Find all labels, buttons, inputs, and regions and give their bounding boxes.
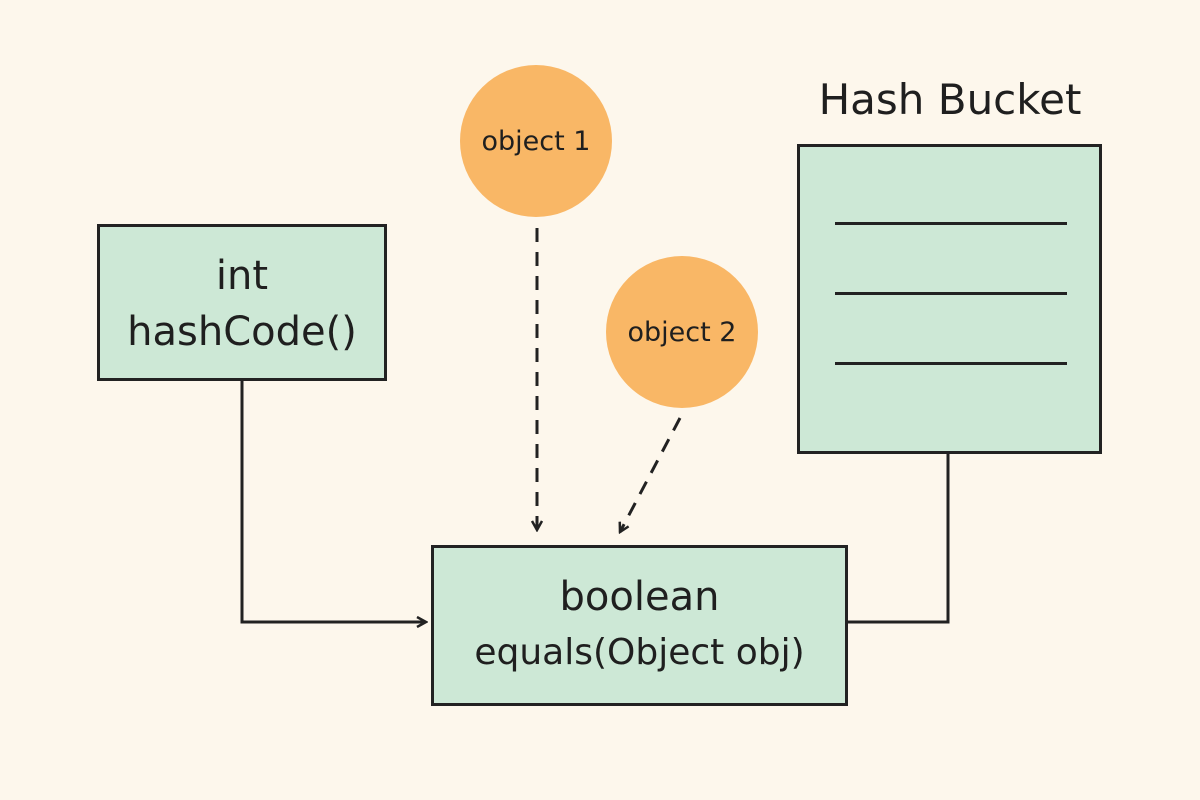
hash-bucket-box [797,144,1102,454]
hashcode-method-name: hashCode() [127,309,357,355]
object1-label: object 1 [481,125,591,157]
hashcode-to-equals-arrow [240,380,426,622]
object1-circle: object 1 [460,65,612,217]
object2-circle: object 2 [606,256,758,408]
equals-method-box: boolean equals(Object obj) [431,545,848,706]
equals-method-name: equals(Object obj) [474,632,805,673]
hashcode-return-type: int [215,253,269,299]
hash-bucket-slot-line [835,362,1067,365]
hash-bucket-slot-line [835,222,1067,225]
hashcode-method-box: int hashCode() [97,224,387,381]
hash-bucket-title: Hash Bucket [818,75,1082,124]
object2-dashed-arrow [620,417,682,532]
object2-label: object 2 [627,316,737,348]
equals-return-type: boolean [559,574,720,620]
hash-bucket-slot-line [835,292,1067,295]
equals-to-bucket-connector [846,454,950,624]
